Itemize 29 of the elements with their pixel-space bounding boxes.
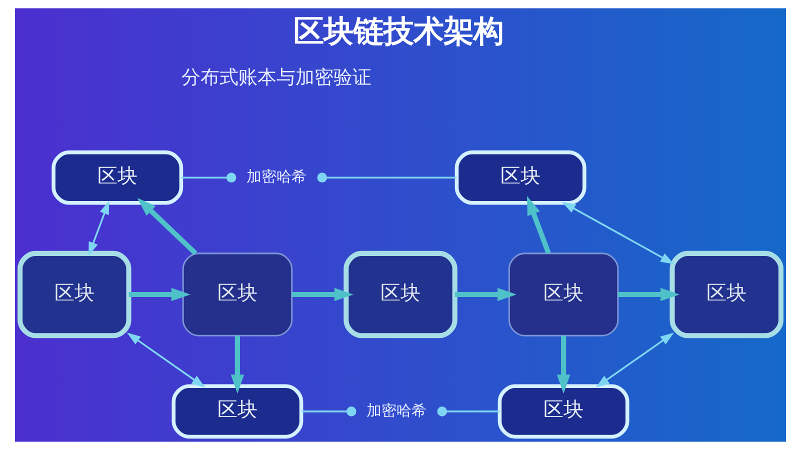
arrow	[88, 200, 109, 256]
arrow	[136, 198, 197, 256]
arrow	[230, 336, 244, 394]
node-box: 区块	[454, 150, 586, 205]
arrow	[128, 288, 190, 302]
arrow	[595, 332, 674, 388]
node-text: 加密哈希	[246, 168, 306, 186]
connector	[436, 406, 499, 416]
connector	[316, 172, 456, 183]
connector	[180, 172, 236, 183]
arrow	[561, 202, 674, 264]
node-box: 区块	[171, 384, 303, 439]
arrow	[454, 288, 516, 302]
arrow	[556, 336, 570, 394]
diagram-title: 区块链技术架构	[293, 14, 504, 50]
node-box: 区块	[508, 252, 618, 336]
arrow	[618, 288, 680, 302]
arrow	[291, 288, 353, 302]
arrow	[526, 196, 550, 254]
node-box: 区块	[497, 384, 629, 439]
label: 分布式账本与加密验证	[181, 66, 372, 88]
node-box: 区块	[343, 250, 457, 338]
node-text: 加密哈希	[366, 401, 426, 420]
node-box: 区块	[669, 250, 783, 338]
arrow	[126, 332, 205, 388]
node-box: 区块	[51, 150, 183, 205]
node-box: 区块	[17, 250, 131, 338]
node-box: 区块	[182, 252, 292, 336]
connector	[301, 406, 356, 416]
